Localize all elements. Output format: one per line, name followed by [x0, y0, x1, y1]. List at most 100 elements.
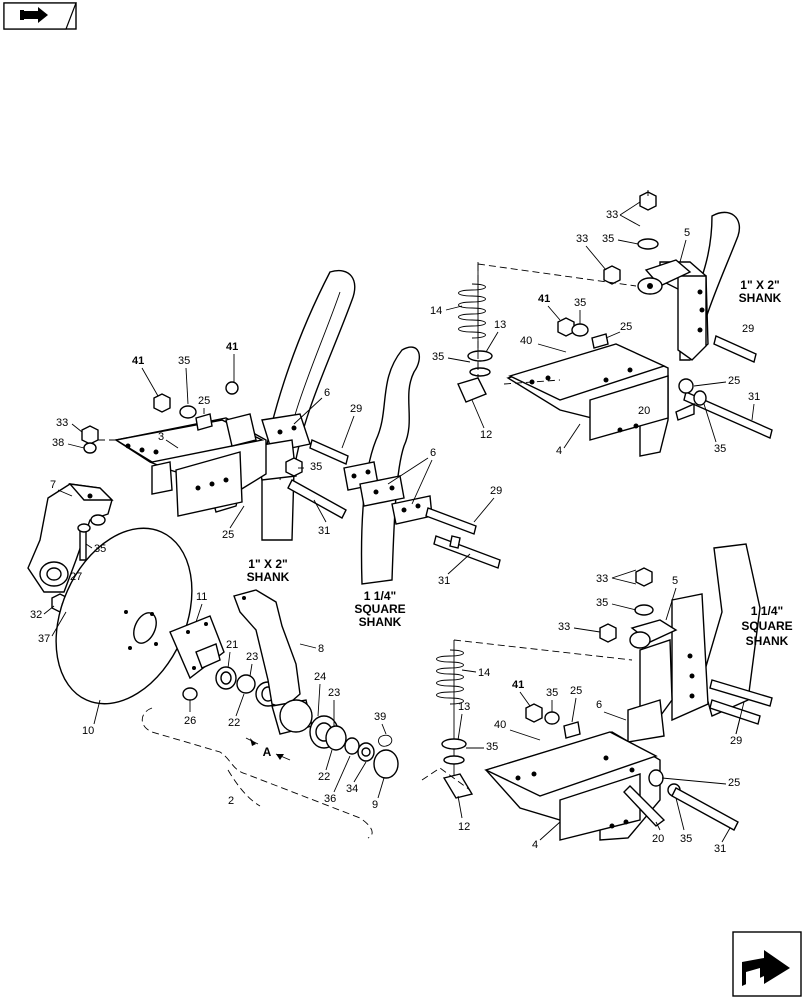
- callout: 41: [538, 293, 550, 305]
- assembly-disc: [27, 483, 399, 839]
- callout: 25: [728, 375, 740, 387]
- callout: 6: [430, 447, 436, 459]
- caption-left-square-line3: SHANK: [359, 615, 402, 629]
- callout: 34: [346, 783, 358, 795]
- callouts-left: 41 35 41 25 6 29 33 38 3 35 25 31: [52, 341, 362, 541]
- callout: 31: [748, 391, 760, 403]
- callout: 37: [38, 633, 50, 645]
- callout: 5: [684, 227, 690, 239]
- next-page-button[interactable]: [732, 931, 802, 997]
- callout: 25: [620, 321, 632, 333]
- callout: 31: [438, 575, 450, 587]
- caption-right-square-line1: 1 1/4": [751, 604, 783, 618]
- callout: 25: [198, 395, 210, 407]
- callouts-bottom-right: 33 35 33 5 14 41 35 25 13 40 6 35 29 25 …: [457, 569, 745, 855]
- callout: 36: [324, 793, 336, 805]
- callout: 33: [596, 573, 608, 585]
- callout: 23: [246, 651, 258, 663]
- prev-page-button[interactable]: [3, 2, 77, 30]
- caption-left-square-line2: SQUARE: [354, 602, 405, 616]
- callout: 20: [638, 405, 650, 417]
- callout: 14: [430, 305, 442, 317]
- assembly-left: [81, 269, 356, 541]
- callout: 25: [570, 685, 582, 697]
- callout: 38: [52, 437, 64, 449]
- assembly-bottom-right: [421, 543, 773, 841]
- callout: 35: [486, 741, 498, 753]
- callouts-center: 6 29 31: [387, 447, 502, 587]
- callout: 35: [680, 833, 692, 845]
- callout: 7: [50, 479, 56, 491]
- callout: 21: [226, 639, 238, 651]
- callout: 41: [132, 355, 144, 367]
- caption-right-square-line3: SHANK: [746, 634, 789, 648]
- callout: 41: [512, 679, 524, 691]
- callout: 2: [228, 795, 234, 807]
- shank-captions: 1" X 2" SHANK 1 1/4" SQUARE SHANK 1" X 2…: [247, 278, 793, 759]
- callout: 40: [520, 335, 532, 347]
- callout: 12: [458, 821, 470, 833]
- callout: 14: [478, 667, 490, 679]
- callout: 25: [222, 529, 234, 541]
- callout: 22: [318, 771, 330, 783]
- callout: 4: [532, 839, 538, 851]
- callout: 40: [494, 719, 506, 731]
- callout: 10: [82, 725, 94, 737]
- callout: 13: [494, 319, 506, 331]
- caption-left-1x2-line2: SHANK: [247, 570, 290, 584]
- callout: 23: [328, 687, 340, 699]
- next-page-icon: [742, 950, 790, 986]
- prev-page-icon: [20, 7, 48, 23]
- callout: 35: [94, 543, 106, 555]
- caption-right-1x2-line1: 1" X 2": [740, 278, 779, 292]
- callout: 31: [714, 843, 726, 855]
- callout: 22: [228, 717, 240, 729]
- caption-left-1x2-line1: 1" X 2": [248, 557, 287, 571]
- callout: 20: [652, 833, 664, 845]
- callout: 32: [30, 609, 42, 621]
- callout: 35: [596, 597, 608, 609]
- callouts-disc: 7 35 27 32 37 11 21 23 8 24 23 39 26 22 …: [30, 479, 387, 811]
- callout: 35: [432, 351, 444, 363]
- callout: 29: [350, 403, 362, 415]
- callout: 6: [596, 699, 602, 711]
- callouts-top-right: 33 33 35 5 14 13 41 35 25 40 35 29 25 20…: [430, 190, 760, 457]
- callout: 35: [602, 233, 614, 245]
- callout: 11: [196, 591, 207, 603]
- assembly-top-right: [457, 191, 773, 457]
- callout: 4: [556, 445, 562, 457]
- callout: 35: [178, 355, 190, 367]
- callout: 35: [310, 461, 322, 473]
- callout: 35: [574, 297, 586, 309]
- callout: 33: [558, 621, 570, 633]
- assembly-center: [343, 346, 501, 585]
- callout: 3: [158, 431, 164, 443]
- callout: 6: [324, 387, 330, 399]
- callout: 5: [672, 575, 678, 587]
- callout: 25: [728, 777, 740, 789]
- callout: 13: [458, 701, 470, 713]
- callout: 29: [730, 735, 742, 747]
- callout: 41: [226, 341, 238, 353]
- callout: 33: [56, 417, 68, 429]
- callout: 12: [480, 429, 492, 441]
- callout: 31: [318, 525, 330, 537]
- callout: 9: [372, 799, 378, 811]
- caption-detail-a: A: [263, 745, 272, 759]
- callout: 39: [374, 711, 386, 723]
- callout: 33: [606, 209, 618, 221]
- caption-right-square-line2: SQUARE: [741, 619, 792, 633]
- callout: 8: [318, 643, 324, 655]
- callout: 33: [576, 233, 588, 245]
- callout: 35: [546, 687, 558, 699]
- callout: 35: [714, 443, 726, 455]
- callout: 29: [742, 323, 754, 335]
- caption-left-square-line1: 1 1/4": [364, 589, 396, 603]
- callout: 26: [184, 715, 196, 727]
- detail-a-marker: [245, 737, 291, 761]
- callout: 24: [314, 671, 326, 683]
- caption-right-1x2-line2: SHANK: [739, 291, 782, 305]
- callout: 27: [70, 571, 82, 583]
- callout: 29: [490, 485, 502, 497]
